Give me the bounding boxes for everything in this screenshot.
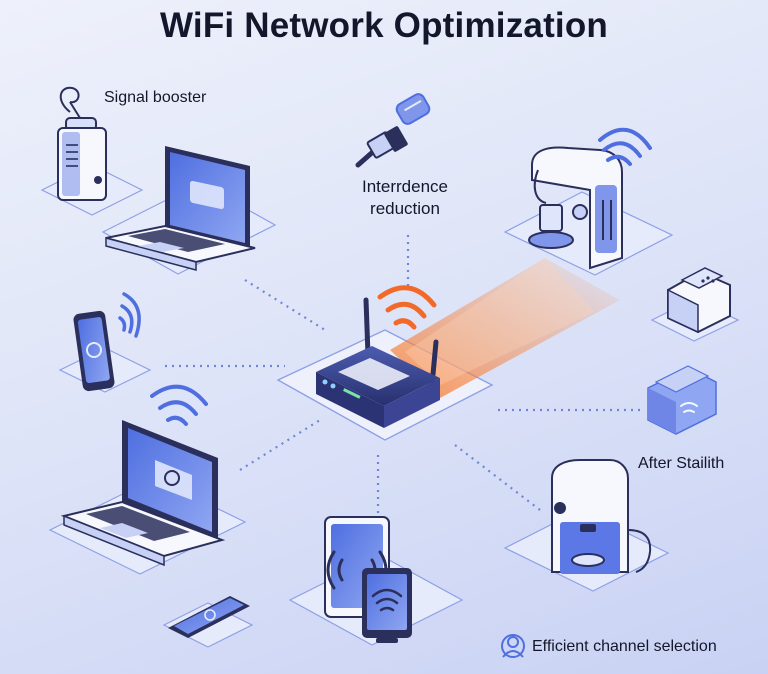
printer-icon (647, 365, 717, 435)
signal-booster-label: Signal booster (104, 89, 207, 106)
smartphone-icon (168, 596, 250, 638)
coffee-machine-icon (551, 459, 652, 574)
wifi-icon (598, 127, 652, 166)
wifi-icon (118, 292, 141, 338)
page-title: WiFi Network Optimization (159, 6, 609, 45)
connector-lines (165, 235, 640, 525)
printer-icon (667, 267, 731, 334)
router-icon (316, 297, 440, 428)
interference-label-line1: Interrdence (362, 177, 448, 196)
wifi-icon (150, 384, 208, 426)
laptop-icon (60, 420, 226, 567)
smartphone-icon (73, 310, 115, 392)
tablet-icon (362, 568, 412, 643)
signal-booster-icon (57, 86, 107, 201)
coffee-machine-icon (528, 146, 623, 270)
interference-reduction-label: Interrdence reduction (345, 176, 465, 220)
interference-label-line2: reduction (370, 199, 440, 218)
user-icon (501, 634, 525, 658)
channel-selection-label: Efficient channel selection (532, 638, 717, 655)
wifi-icon (377, 285, 437, 330)
cable-plug-icon (355, 93, 431, 168)
signal-beam (390, 258, 620, 398)
after-stealth-label: After Stailith (638, 455, 725, 472)
laptop-icon (105, 146, 256, 271)
